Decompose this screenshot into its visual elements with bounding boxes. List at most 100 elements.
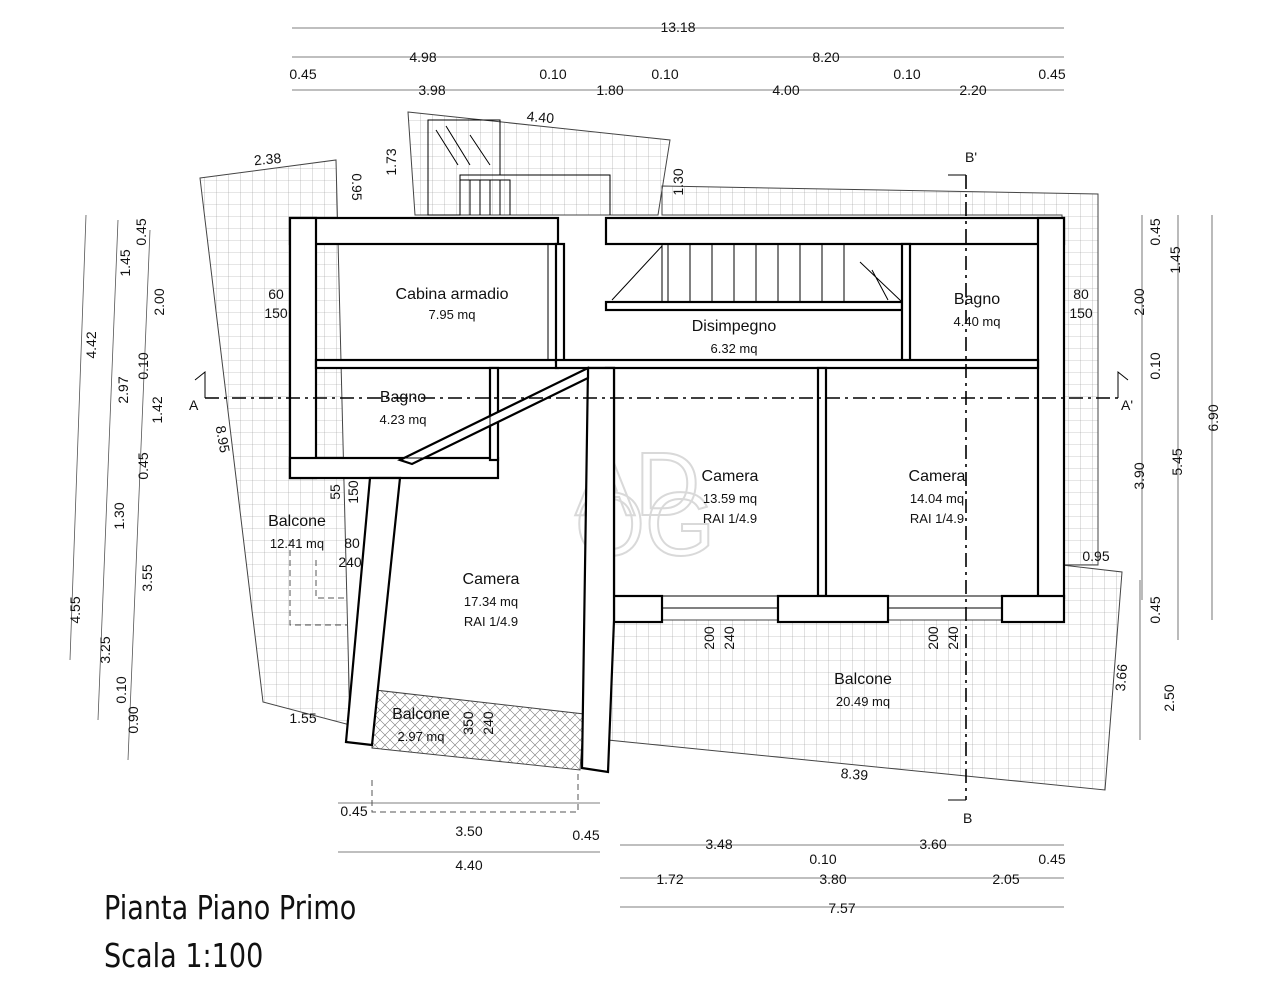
dim-text: 0.45 <box>289 66 316 82</box>
dim-text: 0.90 <box>125 706 141 733</box>
section-label-b-bottom: B <box>963 810 972 826</box>
dim-text: 0.10 <box>1147 352 1163 379</box>
room-area: 7.95 mq <box>429 307 476 322</box>
room-area: 20.49 mq <box>836 694 890 709</box>
dim-text: 3.48 <box>705 836 732 852</box>
dim-text: 2.00 <box>1131 288 1147 315</box>
dimension-lines <box>69 27 1213 908</box>
dim-text: 8.20 <box>812 49 839 65</box>
dim-text: 0.45 <box>135 452 151 479</box>
room-name: Disimpegno <box>692 318 777 335</box>
opening-text: 240 <box>338 554 362 570</box>
dim-text: 3.55 <box>139 564 155 591</box>
dim-text: 0.10 <box>893 66 920 82</box>
dim-text: 0.95 <box>349 173 365 200</box>
opening-text: 150 <box>345 480 361 504</box>
room-rai: RAI 1/4.9 <box>703 511 757 526</box>
dim-text: 13.18 <box>660 19 695 35</box>
section-label-a: A <box>189 397 199 413</box>
room-area: 2.97 mq <box>398 729 445 744</box>
opening-text: 200 <box>925 626 941 650</box>
walls <box>288 216 1066 774</box>
dim-text: 0.45 <box>572 827 599 843</box>
dim-text: 1.55 <box>289 710 316 726</box>
dim-text: 4.55 <box>67 596 83 623</box>
opening-text: 80 <box>344 535 360 551</box>
room-rai: RAI 1/4.9 <box>910 511 964 526</box>
dim-text: 4.00 <box>772 82 799 98</box>
dim-text: 2.20 <box>959 82 986 98</box>
dim-text: 0.10 <box>539 66 566 82</box>
dim-text: 3.25 <box>97 636 113 663</box>
dims-left: 4.42 8.95 2.97 1.30 4.55 3.25 3.55 0.10 … <box>67 218 233 733</box>
dim-text: 2.38 <box>253 150 282 168</box>
section-label-b-top: B' <box>965 149 977 165</box>
dim-text: 0.45 <box>1038 66 1065 82</box>
room-camera-2: Camera 14.04 mq RAI 1/4.9 <box>909 468 966 526</box>
room-name: Camera <box>909 468 966 485</box>
room-name: Camera <box>463 571 520 588</box>
section-line-b: B' B <box>948 149 977 826</box>
dim-text: 2.50 <box>1161 684 1177 711</box>
opening-text: 55 <box>327 484 343 500</box>
room-name: Balcone <box>834 671 892 688</box>
room-area: 17.34 mq <box>464 594 518 609</box>
dim-text: 2.05 <box>992 871 1019 887</box>
plan-title: Pianta Piano Primo <box>104 888 357 927</box>
dim-text: 0.45 <box>340 803 367 819</box>
dim-text: 1.80 <box>596 82 623 98</box>
opening-text: 240 <box>480 711 496 735</box>
dim-text: 8.39 <box>840 765 869 783</box>
dim-text: 6.90 <box>1205 404 1221 431</box>
opening-text: 80 <box>1073 286 1089 302</box>
dim-text: 3.60 <box>919 836 946 852</box>
staircase <box>427 119 903 303</box>
dim-text: 0.10 <box>113 676 129 703</box>
room-bagno-west: Bagno 4.23 mq <box>380 389 427 427</box>
opening-text: 200 <box>701 626 717 650</box>
room-camera-1: Camera 13.59 mq RAI 1/4.9 <box>702 468 759 526</box>
dim-text: 4.42 <box>83 331 99 358</box>
opening-labels: 60 150 80 150 55 150 80 240 200 240 200 … <box>264 286 1093 735</box>
room-disimpegno: Disimpegno 6.32 mq <box>692 318 777 356</box>
opening-text: 150 <box>1069 305 1093 321</box>
dim-text: 3.66 <box>1112 663 1130 692</box>
room-name: Camera <box>702 468 759 485</box>
dim-text: 7.57 <box>828 900 855 916</box>
dims-top: 13.18 4.98 8.20 0.45 0.10 0.10 0.10 0.45… <box>289 19 1065 98</box>
dim-text: 4.40 <box>526 108 555 126</box>
dim-text: 5.45 <box>1169 448 1185 475</box>
room-name: Cabina armadio <box>396 286 509 303</box>
room-rai: RAI 1/4.9 <box>464 614 518 629</box>
dim-text: 0.45 <box>1147 596 1163 623</box>
dims-stair: 4.40 2.38 1.73 0.95 1.30 <box>253 108 686 201</box>
room-balcone-south: Balcone 20.49 mq <box>834 671 892 709</box>
opening-text: 60 <box>268 286 284 302</box>
opening-text: 150 <box>264 305 288 321</box>
room-area: 14.04 mq <box>910 491 964 506</box>
room-area: 4.40 mq <box>954 314 1001 329</box>
dim-text: 3.98 <box>418 82 445 98</box>
room-balcone-west: Balcone 12.41 mq <box>268 513 348 626</box>
dims-right: 0.45 1.45 2.00 0.10 3.90 5.45 6.90 0.45 … <box>1082 218 1221 711</box>
dim-text: 8.95 <box>213 424 234 454</box>
dim-text: 1.45 <box>117 249 133 276</box>
dim-text: 3.80 <box>819 871 846 887</box>
room-name: Balcone <box>268 513 326 530</box>
dim-text: 4.40 <box>455 857 482 873</box>
dim-text: 0.95 <box>1082 548 1109 564</box>
dim-text: 0.45 <box>133 218 149 245</box>
room-area: 12.41 mq <box>270 536 324 551</box>
dim-text: 0.10 <box>809 851 836 867</box>
dim-text: 0.45 <box>1038 851 1065 867</box>
opening-text: 350 <box>460 711 476 735</box>
dim-text: 3.50 <box>455 823 482 839</box>
dim-text: 4.98 <box>409 49 436 65</box>
dim-text: 1.45 <box>1167 246 1183 273</box>
opening-text: 240 <box>721 626 737 650</box>
dim-text: 1.42 <box>149 396 165 423</box>
dims-bottom: 8.39 1.55 0.45 3.50 0.45 4.40 3.48 0.10 … <box>289 710 1065 916</box>
room-area: 4.23 mq <box>380 412 427 427</box>
section-label-a2: A' <box>1121 397 1133 413</box>
dim-text: 0.10 <box>651 66 678 82</box>
